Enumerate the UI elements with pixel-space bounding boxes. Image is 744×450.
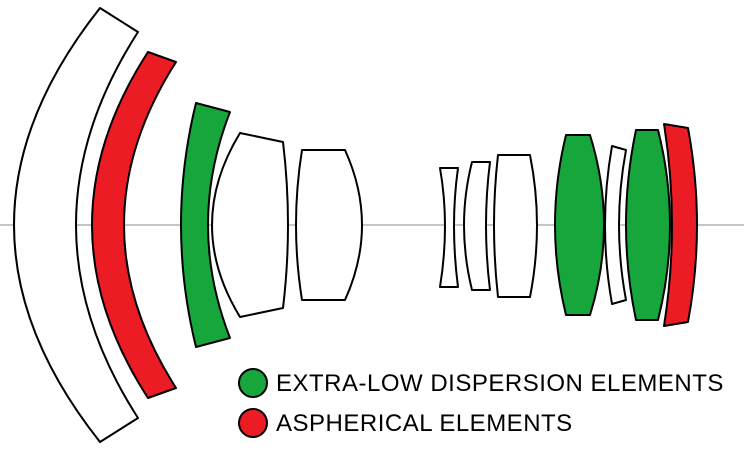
lens-element-4 [211,132,289,318]
aspherical-legend-swatch-icon [238,408,268,438]
legend: EXTRA-LOW DISPERSION ELEMENTS ASPHERICAL… [238,368,724,438]
lens-element-7 [463,161,491,291]
ed-element-1 [180,102,231,348]
lens-element-8 [493,154,538,298]
ed-element-3 [625,129,671,321]
aspherical-element-front [91,51,177,399]
lens-element-6-biconcave [439,167,459,288]
lens-element-1-front-meniscus [13,7,139,443]
aspherical-element-rear [663,123,698,327]
lens-element-10 [604,145,627,305]
ed-element-2 [554,134,605,316]
ed-legend-label: EXTRA-LOW DISPERSION ELEMENTS [276,370,724,397]
aspherical-legend-label: ASPHERICAL ELEMENTS [276,410,573,437]
lens-element-5 [295,149,363,301]
ed-legend-swatch-icon [238,368,268,398]
